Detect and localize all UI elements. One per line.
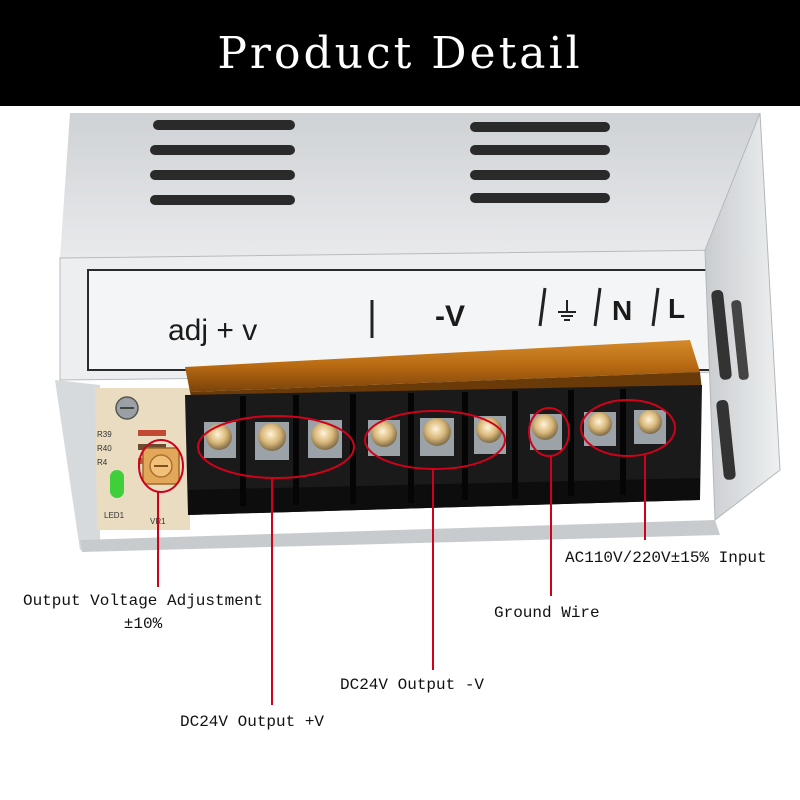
dc-minus-oval	[364, 410, 506, 470]
callout-dc-minus: DC24V Output -V	[340, 676, 485, 694]
ground-oval	[528, 407, 570, 457]
led-label: LED1	[104, 511, 125, 520]
callout-markers	[138, 399, 676, 705]
adjust-circle	[138, 439, 184, 493]
r40-label: R40	[97, 444, 112, 453]
pcb-board: R39 R40 R4 LED1 VR1	[95, 388, 190, 530]
callout-ac-input: AC110V/220V±15% Input	[565, 549, 767, 567]
r41-label: R4	[97, 458, 108, 467]
callout-voltage-adjust-line2: ±10%	[123, 615, 163, 633]
label-minus-v: -V	[435, 300, 465, 333]
callout-voltage-adjust: Output Voltage Adjustment ±10%	[15, 592, 271, 633]
case-base	[55, 380, 720, 552]
led-indicator	[110, 470, 124, 498]
label-adj-v: adj + v	[168, 314, 257, 347]
case-top	[60, 113, 760, 258]
header-title: Product Detail	[217, 27, 583, 79]
label-n: N	[612, 295, 632, 326]
label-l: L	[668, 293, 685, 324]
callout-ground: Ground Wire	[494, 604, 600, 622]
callout-dc-plus: DC24V Output +V	[180, 713, 325, 731]
header-bar: Product Detail	[0, 0, 800, 106]
case-side-bracket	[704, 112, 781, 521]
r39-label: R39	[97, 430, 112, 439]
terminal-screws[interactable]	[204, 410, 666, 460]
callout-voltage-adjust-line1: Output Voltage Adjustment	[22, 592, 264, 610]
dc-plus-oval	[197, 415, 355, 479]
terminal-block	[185, 385, 702, 515]
ac-input-oval	[580, 399, 676, 457]
product-photo: adj + v -V N L R39 R40 R4 LED1 VR1	[55, 112, 781, 705]
